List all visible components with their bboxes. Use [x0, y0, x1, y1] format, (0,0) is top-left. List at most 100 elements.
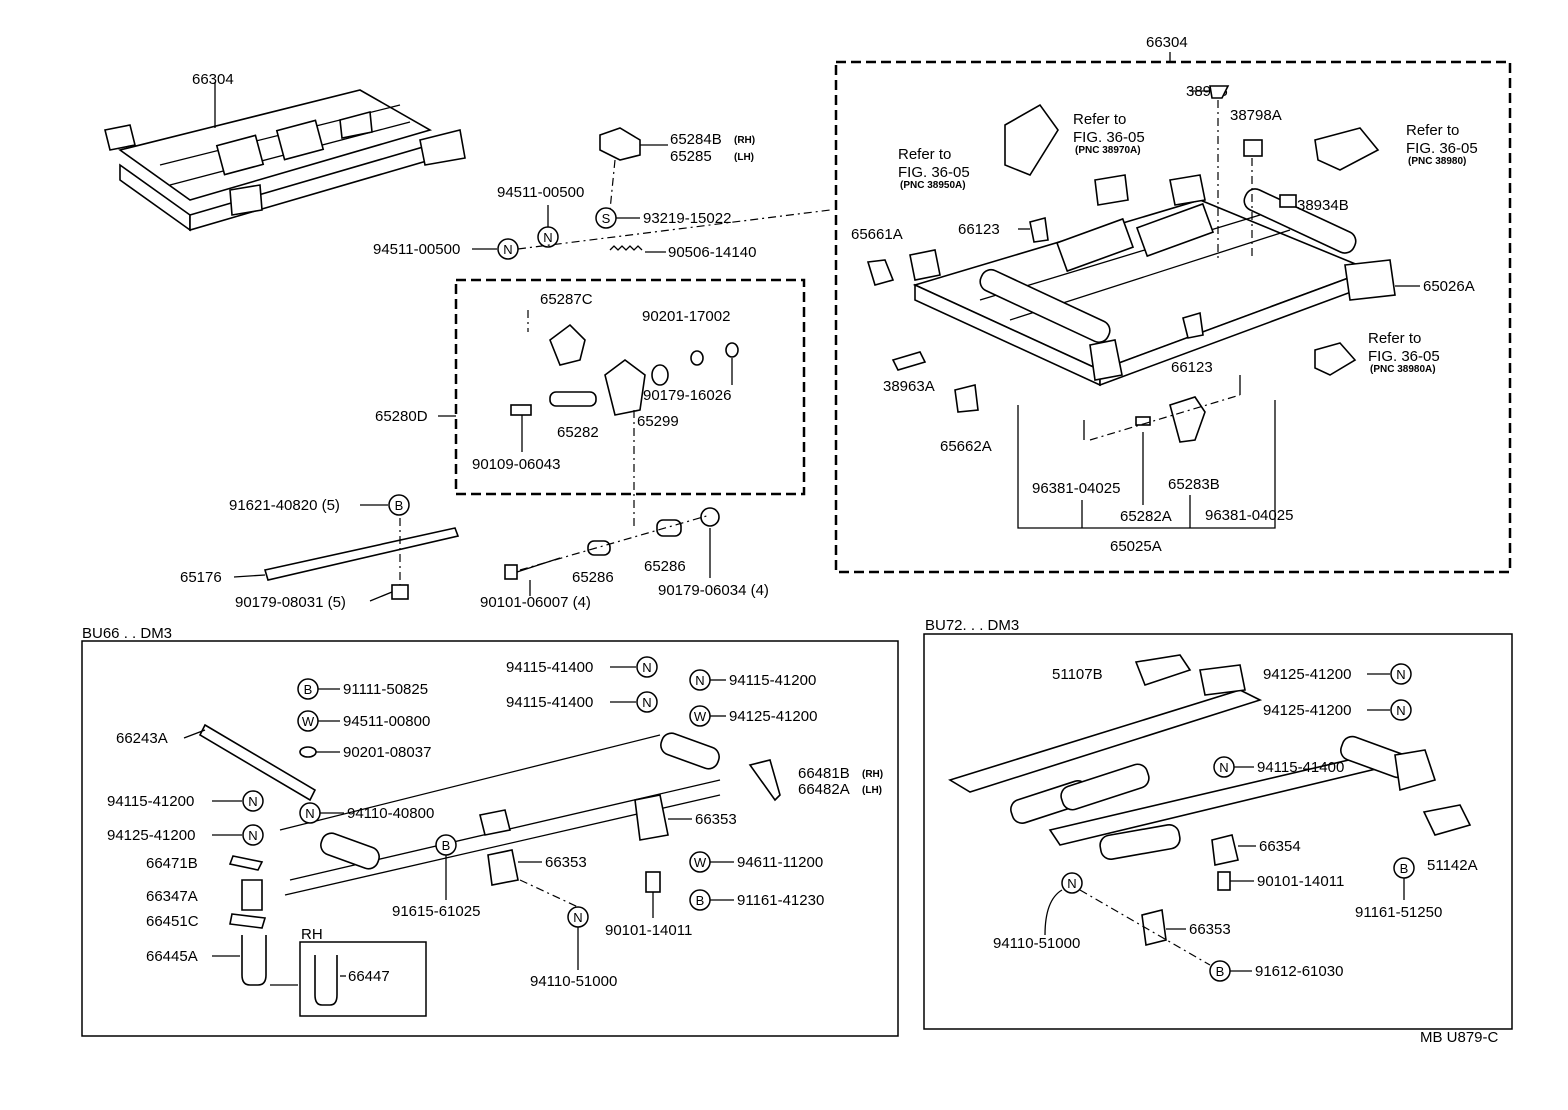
svg-text:N: N — [248, 794, 257, 809]
bu66-n2-label: 94115-41400 — [506, 694, 593, 711]
svg-text:B: B — [442, 838, 451, 853]
rh-inset-box — [299, 941, 427, 1017]
nut-symbol: N — [636, 691, 658, 713]
bolt-symbol: B — [689, 889, 711, 911]
bu72-n1-label: 94125-41200 — [1263, 666, 1351, 683]
seat-lever-part — [1004, 103, 1059, 176]
bu66-n6-label: 94110-51000 — [530, 973, 617, 990]
svg-text:N: N — [642, 695, 651, 710]
ref3-line1: Refer to — [1406, 122, 1459, 139]
ref2-line2: FIG. 36-05 — [1073, 129, 1145, 146]
pin-a-label: 96381-04025 — [1032, 480, 1120, 497]
svg-text:B: B — [395, 498, 404, 513]
bracket-part — [604, 359, 646, 416]
bolt-symbol: B — [388, 494, 410, 516]
nut-symbol: N — [567, 906, 589, 928]
washer-symbol: W — [297, 710, 319, 732]
clip3-part — [1279, 194, 1297, 208]
cap-rh-label: 65284B — [670, 131, 722, 148]
latch-part — [1169, 396, 1206, 443]
bu66-rh-tag: (RH) — [862, 769, 883, 780]
bu72-frame-drawing — [948, 664, 1437, 860]
collar-label: 90179-16026 — [643, 387, 731, 404]
long-bolt-label: 90101-06007 (4) — [480, 594, 591, 611]
cam-label: 65287C — [540, 291, 593, 308]
bu66-stop2-label: 66353 — [545, 854, 587, 871]
nut-symbol: N — [1061, 872, 1083, 894]
rh-inset-title: RH — [301, 926, 323, 943]
stop1-part — [1211, 834, 1239, 866]
svg-text:B: B — [1216, 964, 1225, 979]
bu72-n4-label: 94110-51000 — [993, 935, 1080, 952]
hook2-label: 65662A — [940, 438, 992, 455]
cap-rh-tag: (RH) — [734, 135, 755, 146]
roller-label: 65282A — [1120, 508, 1172, 525]
washer-symbol: W — [689, 851, 711, 873]
svg-text:B: B — [304, 682, 313, 697]
screw-symbol: S — [595, 207, 617, 229]
svg-text:N: N — [305, 806, 314, 821]
bu66-n4-label: 94115-41200 — [107, 793, 194, 810]
bolt-b-label: 91621-40820 (5) — [229, 497, 340, 514]
lock2-label: 66123 — [1171, 359, 1213, 376]
roller-part — [1135, 416, 1151, 426]
lock1-part — [1029, 216, 1049, 243]
bolt-part — [510, 404, 532, 416]
bu66-b1-label: 91111-50825 — [343, 681, 428, 698]
bu72-bolt-part — [1217, 871, 1231, 891]
cap-part — [599, 127, 668, 161]
bu66-holder-label: 66347A — [146, 888, 198, 905]
bu72-title: BU72. . . DM3 — [925, 617, 1019, 634]
bu72-plate1-label: 51107B — [1052, 666, 1103, 683]
bu66-lh-label: 66482A — [798, 781, 850, 798]
rh-bracket-part — [748, 759, 781, 802]
ref4-line2: FIG. 36-05 — [1368, 348, 1440, 365]
drawing-code: MB U879-C — [1420, 1029, 1499, 1046]
pin-label: 65282 — [557, 424, 599, 441]
bu66-w1-label: 94511-00800 — [343, 713, 430, 730]
ref1-pnc: (PNC 38950A) — [900, 180, 966, 191]
sleeve1-label: 65286 — [572, 569, 614, 586]
svg-text:W: W — [694, 709, 707, 724]
bu66-lh-tag: (LH) — [862, 785, 882, 796]
plate2-part — [1422, 804, 1472, 836]
nut-symbol: N — [497, 238, 519, 260]
svg-text:N: N — [695, 673, 704, 688]
seat-frame-drawing-left — [104, 82, 466, 232]
bu72-n2-label: 94125-41200 — [1263, 702, 1351, 719]
ref3-part — [1314, 127, 1380, 171]
svg-text:N: N — [1396, 703, 1405, 718]
frame-label-left: 66304 — [192, 71, 234, 88]
long-bolt-head — [504, 564, 518, 580]
plate-part — [229, 913, 267, 929]
svg-text:N: N — [642, 660, 651, 675]
svg-text:N: N — [573, 910, 582, 925]
nut-symbol: N — [636, 656, 658, 678]
bu66-ubolt-label: 66445A — [146, 948, 198, 965]
bu72-b1-label: 91161-51250 — [1355, 904, 1442, 921]
nut-symbol: N — [537, 226, 559, 248]
bu66-bolt-label: 90101-14011 — [605, 922, 692, 939]
hook1-label: 65661A — [851, 226, 903, 243]
ref2-line1: Refer to — [1073, 111, 1126, 128]
svg-text:W: W — [302, 714, 315, 729]
nut-d-part — [700, 507, 720, 527]
lock1-label: 66123 — [958, 221, 1000, 238]
clip2-part — [1243, 139, 1263, 157]
bu66-title: BU66 . . DM3 — [82, 625, 172, 642]
ref2-pnc: (PNC 38970A) — [1075, 145, 1141, 156]
bracket-part-right — [1094, 174, 1129, 206]
bu66-b2-label: 91615-61025 — [392, 903, 480, 920]
bu66-box — [81, 640, 899, 1037]
svg-text:N: N — [543, 230, 552, 245]
bu72-stop1-label: 66354 — [1259, 838, 1301, 855]
seat-frame-drawing-right — [909, 174, 1396, 387]
ref4-part — [1314, 342, 1357, 376]
bolt-symbol: B — [297, 678, 319, 700]
ref1-line1: Refer to — [898, 146, 951, 163]
hinge-label: 65026A — [1423, 278, 1475, 295]
ref4-pnc: (PNC 38980A) — [1370, 364, 1436, 375]
bu66-w3-label: 94125-41200 — [107, 827, 195, 844]
nut-symbol: N — [242, 790, 264, 812]
